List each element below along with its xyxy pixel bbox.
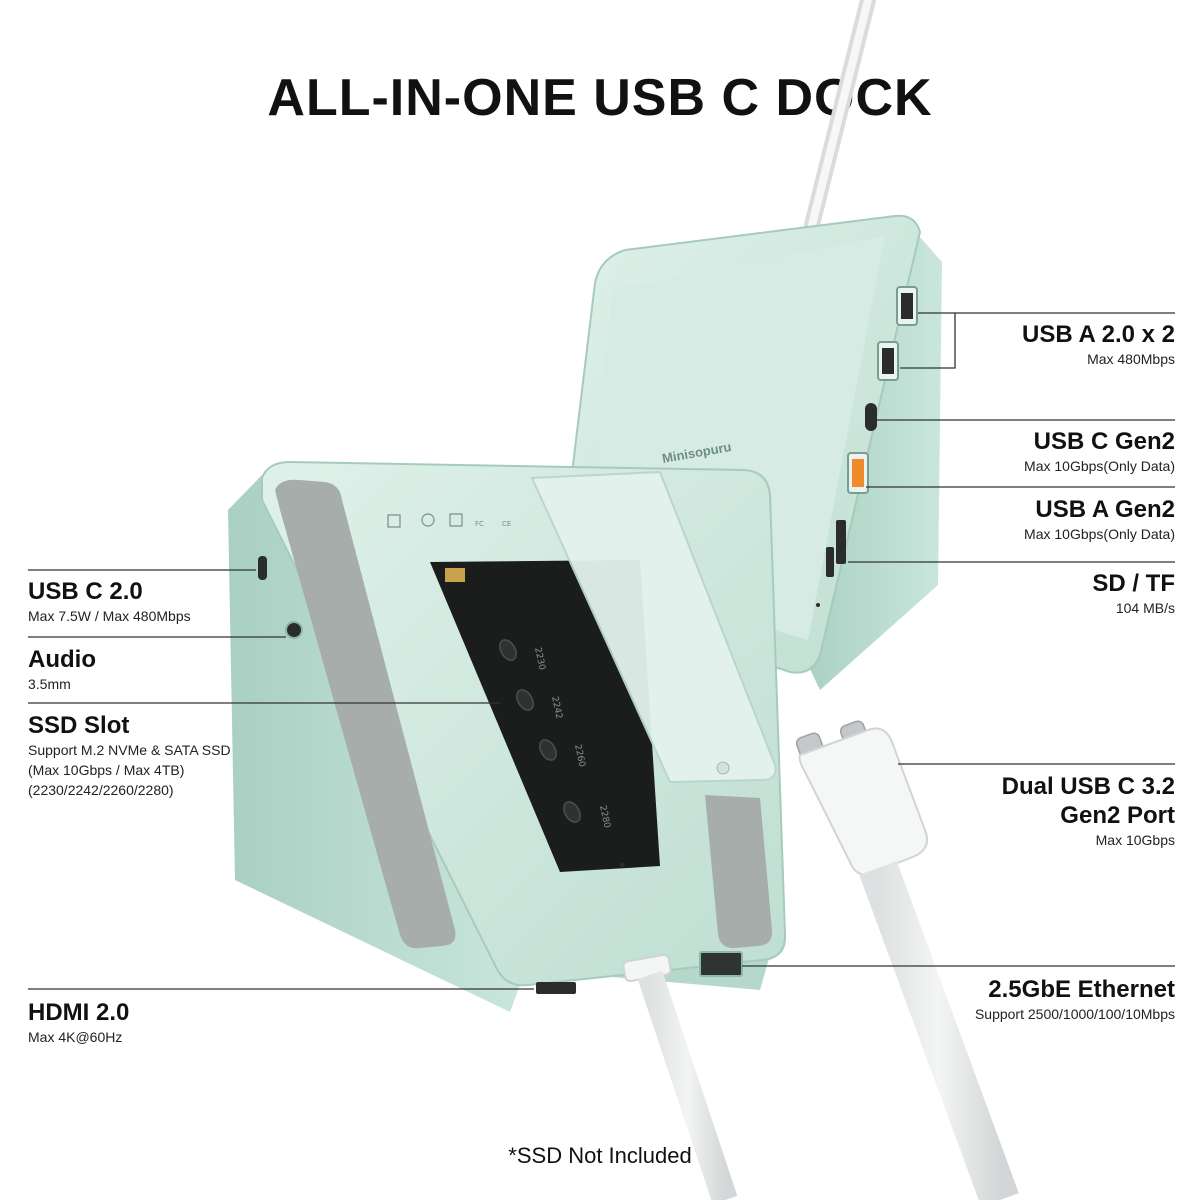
bottom-cable [622,953,738,1200]
svg-text:FC: FC [475,520,484,528]
callout-usb-a-20: USB A 2.0 x 2 Max 480Mbps [900,320,1175,369]
hdmi-port [536,982,576,994]
callout-heading: USB C 2.0 [28,578,143,605]
callout-usb-c-gen2: USB C Gen2 Max 10Gbps(Only Data) [900,427,1175,476]
ethernet-port [699,951,743,977]
certification-marks: FC CE [387,513,511,528]
callout-heading: HDMI 2.0 [28,999,130,1026]
front-dock: FC CE 2230 2242 2260 2280 [228,460,787,1012]
callout-dual-usb-c: Dual USB C 3.2 Gen2 Port Max 10Gbps [900,772,1175,850]
usb-c-20-port [258,556,267,580]
top-cable [804,0,876,233]
callout-heading-line1: Dual USB C 3.2 [1001,773,1175,800]
callout-heading: USB A 2.0 x 2 [1022,321,1175,348]
audio-jack [285,621,303,639]
callout-detail-2: (Max 10Gbps / Max 4TB) [28,762,185,778]
callout-detail: Max 480Mbps [1087,351,1175,367]
callout-heading: 2.5GbE Ethernet [988,976,1175,1003]
callout-ethernet: 2.5GbE Ethernet Support 2500/1000/100/10… [875,975,1175,1024]
callout-detail: Max 10Gbps(Only Data) [1024,458,1175,474]
page-title: ALL-IN-ONE USB C DOCK [267,69,933,127]
callout-detail: 104 MB/s [1115,600,1175,616]
callout-detail-1: Support M.2 NVMe & SATA SSD [28,742,231,758]
svg-text:CE: CE [502,520,511,528]
ssd-slot [430,560,660,872]
callout-detail-3: (2230/2242/2260/2280) [28,782,174,798]
svg-text:2242: 2242 [549,696,564,720]
callout-hdmi: HDMI 2.0 Max 4K@60Hz [28,998,288,1047]
leader-lines [28,312,1175,990]
usb-c-gen2-port [865,403,877,431]
callout-heading: USB C Gen2 [1033,428,1175,455]
callout-detail: Max 7.5W / Max 480Mbps [28,608,191,624]
callout-usb-c-20: USB C 2.0 Max 7.5W / Max 480Mbps [28,577,288,626]
callout-sd-tf: SD / TF 104 MB/s [900,569,1175,618]
callout-heading: USB A Gen2 [1035,496,1175,523]
callout-detail: Max 10Gbps(Only Data) [1024,526,1175,542]
ssd-size-marks: 2230 2242 2260 2280 [532,647,612,830]
callout-heading: SD / TF [1092,570,1175,597]
callout-detail: 3.5mm [28,676,71,692]
tf-card-slot [826,547,834,577]
callout-audio: Audio 3.5mm [28,645,288,694]
dual-usb-c-plug [795,720,1019,1200]
footnote: *SSD Not Included [508,1143,692,1168]
callout-detail: Max 10Gbps [1095,832,1175,848]
svg-text:2230: 2230 [532,647,547,672]
callout-heading: Audio [28,646,96,673]
callout-detail: Support 2500/1000/100/10Mbps [974,1006,1175,1022]
callout-detail: Max 4K@60Hz [28,1029,123,1045]
sd-card-slot [836,520,846,564]
rubber-pad-right [705,795,773,949]
callout-usb-a-gen2: USB A Gen2 Max 10Gbps(Only Data) [900,495,1175,544]
rubber-pad-left [275,479,456,949]
ssd-cover [530,470,777,784]
callout-heading: SSD Slot [28,712,130,739]
svg-text:2280: 2280 [597,805,612,830]
ssd-mount-holes [499,639,581,823]
callout-ssd-slot: SSD Slot Support M.2 NVMe & SATA SSD (Ma… [28,711,318,800]
svg-text:2260: 2260 [572,744,587,769]
callout-heading-line2: Gen2 Port [1060,802,1175,829]
